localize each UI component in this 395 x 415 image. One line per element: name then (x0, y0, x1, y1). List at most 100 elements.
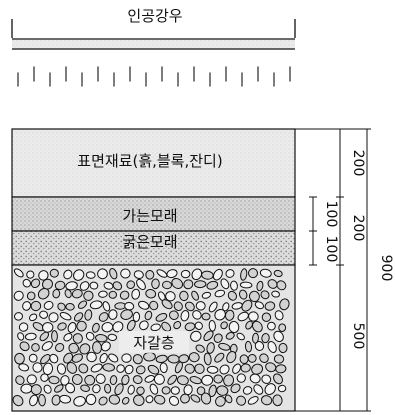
gravel-pebble (176, 375, 189, 386)
gravel-pebble (54, 384, 64, 393)
gravel-pebble (37, 287, 50, 300)
gravel-pebble (30, 300, 42, 312)
gravel-pebble (216, 385, 229, 396)
gravel-pebble (108, 309, 118, 320)
gravel-pebble (218, 342, 231, 351)
gravel-pebble (252, 320, 263, 333)
gravel-pebble (273, 269, 283, 278)
gravel-pebble (154, 394, 166, 405)
gravel-pebble (188, 352, 200, 363)
gravel-pebble (89, 300, 103, 310)
gravel-pebble (260, 395, 273, 406)
gravel-pebble (259, 353, 269, 364)
gravel-pebble (155, 354, 168, 363)
gravel-pebble (149, 300, 159, 311)
gravel-pebble (261, 374, 272, 384)
gravel-pebble (236, 373, 246, 383)
gravel-pebble (248, 290, 260, 303)
gravel-pebble (145, 270, 155, 280)
rain-title: 인공강우 (127, 7, 182, 25)
gravel-pebble (40, 354, 51, 365)
rain-bar (12, 40, 295, 49)
gravel-pebble (272, 394, 283, 407)
gravel-pebble (196, 386, 206, 396)
gravel-pebble (267, 341, 277, 353)
gravel-pebble (215, 395, 226, 407)
gravel-pebble (227, 290, 237, 301)
gravel-pebble (230, 383, 241, 394)
gravel-pebble (65, 382, 76, 394)
gravel-pebble (174, 361, 183, 374)
gravel-pebble (108, 290, 117, 299)
gravel-pebble (208, 301, 218, 313)
gravel-pebble (266, 321, 276, 331)
gravel-pebble (103, 281, 114, 290)
gravel-pebble (273, 354, 285, 364)
gravel-pebble (167, 354, 180, 364)
gravel-pebble (264, 383, 276, 396)
gravel-pebble (92, 322, 100, 333)
gravel-pebble (65, 281, 78, 291)
gravel-pebble (65, 302, 75, 311)
gravel-pebble (13, 268, 24, 278)
gravel-pebble (236, 332, 245, 341)
gravel-pebble (170, 386, 180, 395)
gravel-pebble (162, 280, 172, 290)
gravel-pebble (108, 394, 121, 405)
gravel-pebble (244, 340, 253, 353)
gravel-pebble (278, 323, 287, 333)
gravel-pebble (139, 320, 149, 331)
gravel-pebble (208, 320, 216, 332)
gravel-pebble (14, 312, 23, 321)
gravel-pebble (224, 394, 233, 404)
gravel-pebble (132, 311, 141, 322)
gravel-pebble (40, 373, 49, 382)
gravel-pebble (240, 363, 251, 373)
gravel-pebble (73, 269, 85, 281)
gravel-pebble (279, 298, 290, 311)
gravel-pebble (161, 299, 173, 310)
gravel-pebble (239, 281, 253, 289)
gravel-pebble (112, 281, 123, 291)
gravel-pebble (194, 363, 205, 375)
gravel-pebble (220, 278, 230, 290)
gravel-pebble (180, 309, 190, 322)
gravel-pebble (240, 268, 248, 281)
gravel-pebble (166, 269, 178, 279)
gravel-pebble (42, 322, 54, 333)
gravel-pebble (184, 363, 195, 374)
gravel-pebble (79, 281, 90, 291)
gravel-pebble (15, 375, 25, 385)
gravel-pebble (38, 394, 46, 407)
gravel-pebble (85, 331, 95, 341)
gravel-pebble (190, 394, 201, 403)
coarse-sand-layer (11, 230, 296, 266)
gravel-pebble (254, 301, 265, 310)
gravel-pebble (228, 320, 240, 334)
gravel-pebble (206, 365, 219, 374)
gravel-pebble (30, 278, 41, 289)
gravel-pebble (194, 321, 203, 330)
gravel-pebble (155, 313, 168, 322)
gravel-pebble (159, 362, 168, 374)
gravel-pebble (277, 384, 287, 393)
gravel-pebble (26, 270, 35, 279)
gravel-pebble (52, 289, 61, 299)
gravel-pebble (66, 361, 78, 374)
gravel-pebble (38, 270, 49, 281)
gravel-pebble (273, 330, 284, 343)
gravel-pebble (83, 290, 94, 301)
gravel-pebble (203, 330, 214, 342)
gravel-pebble (76, 320, 87, 332)
gravel-pebble (26, 374, 37, 385)
gravel-pebble (213, 374, 223, 384)
gravel-pebble (59, 394, 72, 404)
gravel-pebble (219, 364, 230, 375)
gravel-pebble (201, 312, 211, 321)
gravel-pebble (151, 278, 160, 290)
gravel-pebble (276, 280, 287, 291)
gravel-pebble (254, 341, 265, 351)
gravel-pebble (59, 311, 72, 321)
gravel-pebble (79, 343, 91, 355)
gravel-pebble (124, 364, 134, 375)
